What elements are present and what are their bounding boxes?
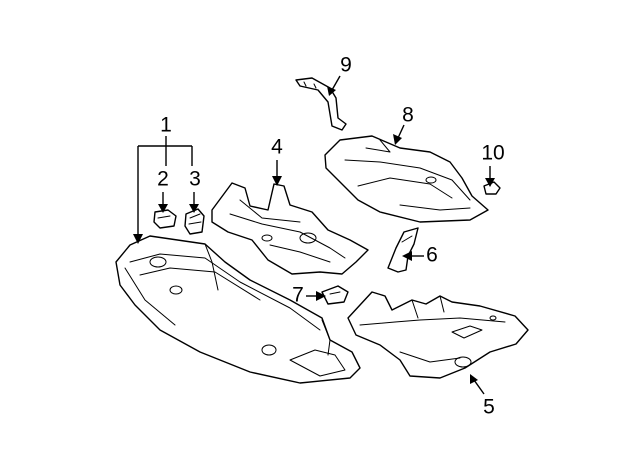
callout-6: 6: [426, 244, 438, 267]
callout-8: 8: [402, 104, 414, 127]
callout-7: 7: [292, 284, 304, 307]
callout-5: 5: [483, 396, 495, 419]
part-9-bracket: [295, 77, 347, 131]
part-2-clip: [153, 209, 177, 229]
part-3-bracket: [184, 208, 205, 235]
part-8-transmission-shield: [324, 135, 489, 223]
part-1-front-splash-shield: [115, 235, 361, 384]
part-5-lower-splash-shield: [347, 291, 529, 379]
callout-10: 10: [481, 142, 504, 165]
callout-9: 9: [340, 54, 352, 77]
callout-3: 3: [189, 168, 201, 191]
callout-1: 1: [160, 114, 172, 137]
part-10-clip: [483, 181, 501, 195]
callout-2: 2: [157, 168, 169, 191]
leader-lines: [133, 75, 495, 395]
callout-4: 4: [271, 136, 283, 159]
part-4-engine-splash-shield: [211, 182, 369, 275]
part-7-clip: [321, 285, 349, 305]
part-6-deflector: [387, 227, 419, 273]
